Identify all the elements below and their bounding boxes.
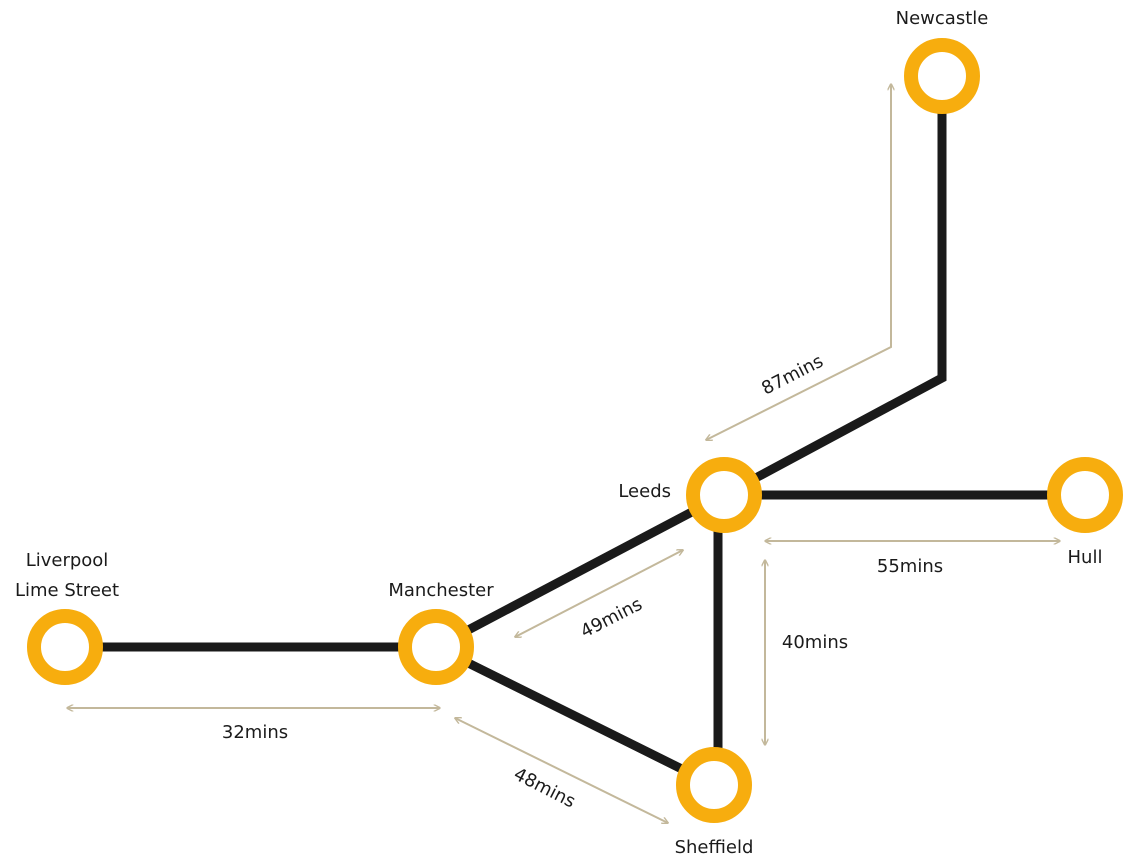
rail-tracks bbox=[65, 108, 1085, 790]
track-leeds-newcastle bbox=[721, 108, 947, 499]
arrow-manchester-leeds bbox=[515, 550, 683, 637]
time-label-leeds-sheffield: 40mins bbox=[782, 632, 848, 653]
arrow-manchester-sheffield bbox=[455, 718, 668, 823]
journey-time-labels: 87mins 55mins 49mins 40mins 32mins 48min… bbox=[222, 351, 943, 813]
station-manchester-marker bbox=[398, 609, 474, 685]
time-label-leeds-hull: 55mins bbox=[877, 556, 943, 577]
station-newcastle-marker bbox=[904, 38, 980, 114]
stations bbox=[27, 38, 1123, 823]
station-leeds-marker bbox=[686, 457, 762, 533]
station-sheffield-label: Sheffield bbox=[675, 837, 754, 858]
station-newcastle-label: Newcastle bbox=[896, 8, 989, 29]
time-label-liverpool-manchester: 32mins bbox=[222, 722, 288, 743]
station-liverpool-marker bbox=[27, 609, 103, 685]
arrow-leeds-newcastle bbox=[706, 84, 891, 440]
station-liverpool-label-line2: Lime Street bbox=[15, 580, 119, 601]
station-liverpool-label-line1: Liverpool bbox=[26, 550, 109, 571]
time-label-manchester-sheffield: 48mins bbox=[510, 764, 579, 813]
track-manchester-sheffield bbox=[433, 642, 717, 790]
station-sheffield-marker bbox=[676, 747, 752, 823]
station-hull-label: Hull bbox=[1068, 547, 1103, 568]
journey-time-arrows bbox=[67, 84, 1060, 823]
station-hull-marker bbox=[1047, 457, 1123, 533]
station-leeds-label: Leeds bbox=[618, 481, 671, 502]
station-labels: Newcastle Leeds Hull Liverpool Lime Stre… bbox=[15, 8, 1103, 858]
time-label-manchester-leeds: 49mins bbox=[577, 594, 646, 643]
time-label-leeds-newcastle: 87mins bbox=[758, 351, 827, 400]
station-manchester-label: Manchester bbox=[388, 580, 494, 601]
